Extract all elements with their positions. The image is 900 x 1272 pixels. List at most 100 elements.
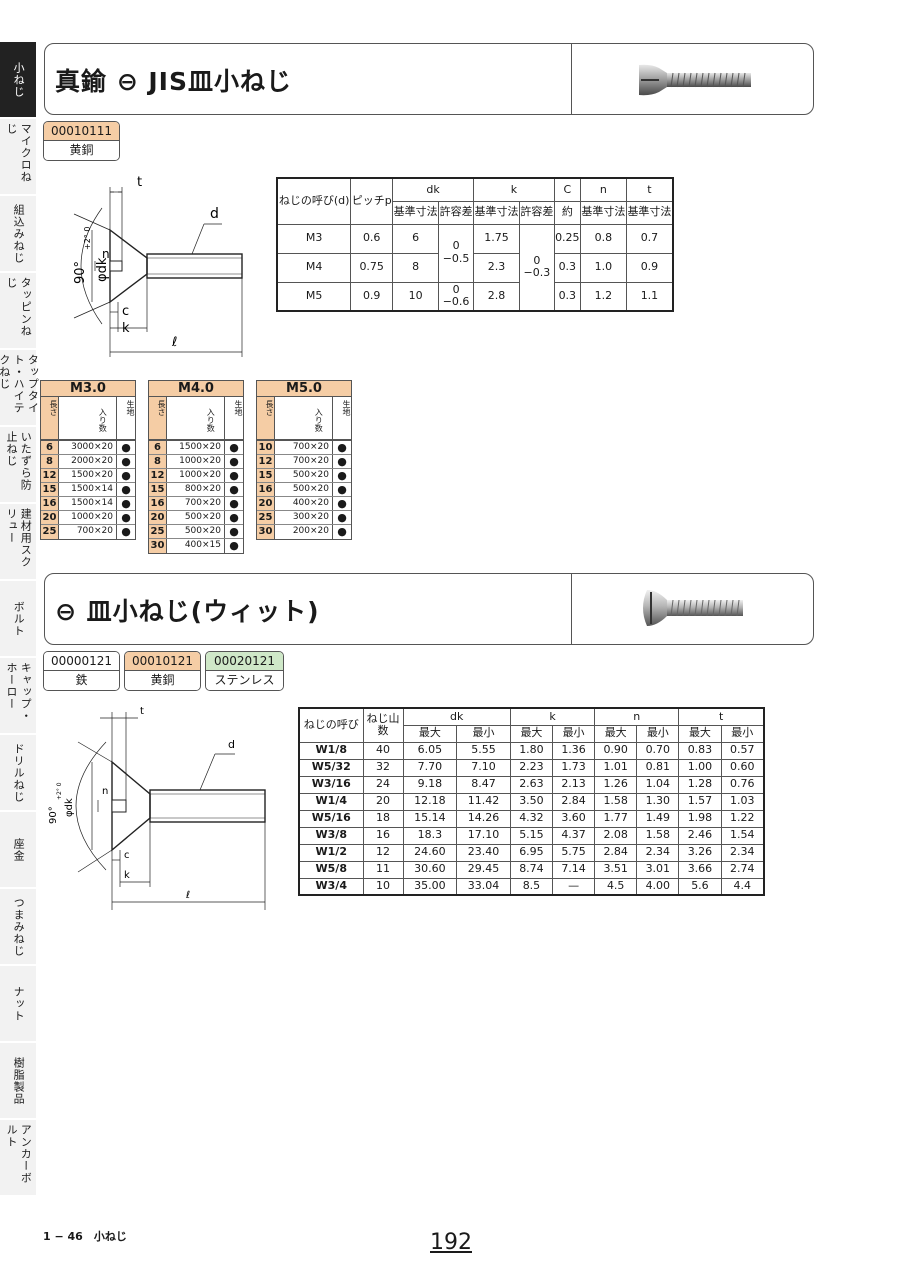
size-table-header: 生地	[126, 400, 135, 416]
side-tab-0[interactable]: 小ねじ	[0, 42, 36, 119]
stock-dot-icon: ●	[337, 525, 347, 538]
section1-title: 真鍮 ⊖ JIS皿小ねじ	[55, 67, 292, 96]
product-code-iron[interactable]: 00000121 鉄	[43, 651, 120, 691]
side-tab-nav: 小ねじマイクロねじ組込みねじタッピンねじタップタイト・ハイテクねじいたずら防止ね…	[0, 42, 39, 1197]
stock-dot-icon: ●	[121, 469, 131, 482]
length-cell: 25	[41, 525, 59, 539]
length-cell: 12	[149, 469, 167, 482]
col-header-k: k	[472, 177, 555, 202]
size-table-title: M5.0	[257, 381, 351, 397]
length-cell: 12	[257, 455, 275, 468]
side-tab-9[interactable]: ドリルねじ	[0, 735, 36, 812]
length-cell: 30	[149, 539, 167, 553]
length-cell: 6	[149, 441, 167, 454]
product-code-stainless[interactable]: 00020121 ステンレス	[205, 651, 284, 691]
length-cell: 15	[149, 483, 167, 496]
length-cell: 6	[41, 441, 59, 454]
label-angle: 90°	[73, 261, 88, 284]
sub-header: 最大	[509, 724, 554, 743]
col-header-n: n	[579, 177, 627, 202]
label-c: c	[122, 304, 129, 319]
side-tab-11[interactable]: つまみねじ	[0, 889, 36, 966]
stock-dot-icon: ●	[121, 441, 131, 454]
stock-dot-icon: ●	[121, 455, 131, 468]
label-t: t	[137, 175, 142, 190]
side-tab-12[interactable]: ナット	[0, 966, 36, 1043]
label-angle-tol: +2° 0	[56, 782, 63, 800]
side-tab-1[interactable]: マイクロねじ	[0, 119, 36, 196]
col-header-name: ねじの呼び(d)	[276, 177, 352, 225]
screw-photo-icon	[639, 64, 751, 96]
quantity-cell: 1000×20	[59, 511, 117, 524]
length-cell: 8	[41, 455, 59, 468]
stock-dot-icon: ●	[229, 497, 239, 510]
sub-header: 最小	[456, 724, 511, 743]
quantity-cell: 500×20	[167, 525, 225, 538]
quantity-cell: 300×20	[275, 511, 333, 524]
side-tab-8[interactable]: キャップ・ホーロー	[0, 658, 36, 735]
stock-dot-icon: ●	[121, 483, 131, 496]
size-table-header: 生地	[342, 400, 351, 416]
label-n: n	[102, 247, 110, 261]
stock-dot-icon: ●	[121, 497, 131, 510]
size-table-title: M4.0	[149, 381, 243, 397]
quantity-cell: 400×20	[275, 497, 333, 510]
size-table-header: 入り数	[167, 397, 225, 439]
stock-dot-icon: ●	[229, 539, 239, 552]
quantity-cell: 1000×20	[167, 469, 225, 482]
footer-reference: 1 − 46 小ねじ	[43, 1230, 127, 1243]
stock-dot-icon: ●	[229, 525, 239, 538]
side-tab-5[interactable]: いたずら防止ねじ	[0, 427, 36, 504]
label-angle: 90°	[48, 806, 59, 824]
size-table-header: 長さ	[41, 397, 59, 439]
page-number: 192	[430, 1230, 472, 1255]
stock-dot-icon: ●	[229, 441, 239, 454]
side-tab-14[interactable]: アンカーボルト	[0, 1120, 36, 1197]
product-code-brass[interactable]: 00010121 黄銅	[124, 651, 201, 691]
sub-header: 約	[553, 200, 581, 225]
sub-header: 最小	[551, 724, 596, 743]
quantity-cell: 700×20	[59, 525, 117, 539]
sub-header: 最大	[594, 724, 638, 743]
quantity-cell: 1500×14	[59, 497, 117, 510]
col-header-name: ねじの呼び	[298, 707, 364, 743]
label-d: d	[228, 738, 235, 751]
stock-dot-icon: ●	[337, 511, 347, 524]
sub-header: 最大	[402, 724, 458, 743]
size-table-header: 長さ	[149, 397, 167, 439]
product-code-brass[interactable]: 00010111 黄銅	[43, 121, 120, 161]
section2-header: ⊖ 皿小ねじ(ウィット)	[44, 573, 814, 645]
size-table-header: 長さ	[257, 397, 275, 439]
sub-header: 許容差	[519, 200, 555, 225]
sub-header: 基準寸法	[472, 200, 521, 225]
sub-header: 基準寸法	[392, 200, 440, 225]
side-tab-10[interactable]: 座金	[0, 812, 36, 889]
side-tab-3[interactable]: タッピンねじ	[0, 273, 36, 350]
stock-dot-icon: ●	[337, 497, 347, 510]
side-tab-7[interactable]: ボルト	[0, 581, 36, 658]
side-tab-13[interactable]: 樹脂製品	[0, 1043, 36, 1120]
quantity-cell: 200×20	[275, 525, 333, 539]
section1-header: 真鍮 ⊖ JIS皿小ねじ	[44, 43, 814, 115]
col-header-dk: dk	[392, 177, 474, 202]
side-tab-2[interactable]: 組込みねじ	[0, 196, 36, 273]
side-tab-6[interactable]: 建材用スクリュー	[0, 504, 36, 581]
stock-dot-icon: ●	[337, 483, 347, 496]
sub-header: 許容差	[438, 200, 474, 225]
spec-table-jis: ねじの呼び(d) ピッチp dk k C n t 基準寸法 許容差 基準寸法 許…	[276, 177, 674, 312]
side-tab-4[interactable]: タップタイト・ハイテクねじ	[0, 350, 39, 427]
